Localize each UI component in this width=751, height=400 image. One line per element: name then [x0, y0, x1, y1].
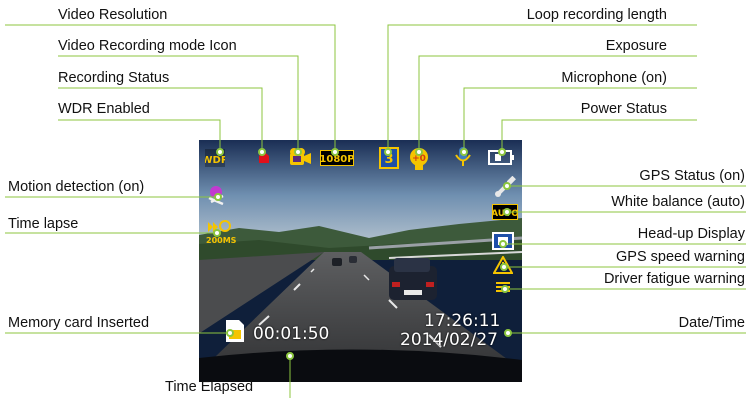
exposure-text: +0	[412, 154, 426, 164]
wdr-icon-text: WDR	[205, 155, 225, 166]
dot-recording-mode	[294, 148, 302, 156]
dot-loop	[384, 148, 392, 156]
dot-timelapse	[213, 229, 221, 237]
leader-recording-status	[58, 87, 263, 150]
label-video-resolution: Video Resolution	[58, 7, 168, 23]
leader-video-resolution	[5, 24, 336, 150]
dot-wb	[503, 208, 511, 216]
label-motion-detection: Motion detection (on)	[8, 179, 145, 195]
label-gps-speed-warning: GPS speed warning	[616, 249, 745, 265]
dot-microphone	[460, 148, 468, 156]
leader-power	[501, 119, 697, 150]
label-driver-fatigue: Driver fatigue warning	[603, 271, 745, 287]
dot-recording-status	[258, 148, 266, 156]
dot-exposure	[415, 148, 423, 156]
dot-gps	[503, 182, 511, 190]
label-white-balance: White balance (auto)	[611, 194, 745, 210]
time-lapse-text: 200MS	[206, 236, 237, 245]
leader-exposure	[418, 55, 697, 150]
label-head-up-display: Head-up Display	[637, 226, 745, 242]
dot-datetime	[504, 329, 512, 337]
loop-length-text: 3	[384, 152, 393, 167]
leader-recording-mode	[58, 55, 299, 150]
dot-power	[498, 148, 506, 156]
label-recording-mode-icon: Video Recording mode Icon	[58, 38, 237, 54]
leader-microphone	[463, 87, 697, 150]
label-loop-recording: Loop recording length	[526, 7, 667, 23]
clock-date: 2014/02/27	[400, 330, 498, 350]
dot-motion	[214, 193, 222, 201]
label-exposure: Exposure	[605, 38, 667, 54]
label-power-status: Power Status	[580, 101, 667, 117]
dot-fatigue	[501, 285, 509, 293]
leader-loop	[387, 24, 697, 150]
dot-hud	[499, 240, 507, 248]
label-gps-status: GPS Status (on)	[639, 168, 745, 184]
label-memory-card: Memory card Inserted	[8, 315, 150, 331]
dot-speed	[500, 263, 508, 271]
label-wdr-enabled: WDR Enabled	[58, 101, 150, 117]
resolution-text: 1080P	[320, 154, 354, 165]
label-recording-status: Recording Status	[58, 70, 170, 86]
label-date-time: Date/Time	[678, 315, 745, 331]
dashcam-screen: WDR 1080P 3 +0 20	[199, 140, 522, 382]
dot-time-elapsed	[286, 352, 294, 360]
label-time-lapse: Time lapse	[8, 216, 79, 232]
dot-wdr	[216, 148, 224, 156]
time-elapsed-readout: 00:01:50	[253, 324, 330, 344]
label-time-elapsed: Time Elapsed	[165, 379, 254, 395]
dot-memory	[226, 329, 234, 337]
label-microphone: Microphone (on)	[561, 70, 667, 86]
leader-wdr	[58, 119, 221, 150]
clock-time: 17:26:11	[424, 311, 501, 331]
dot-video-resolution	[331, 148, 339, 156]
